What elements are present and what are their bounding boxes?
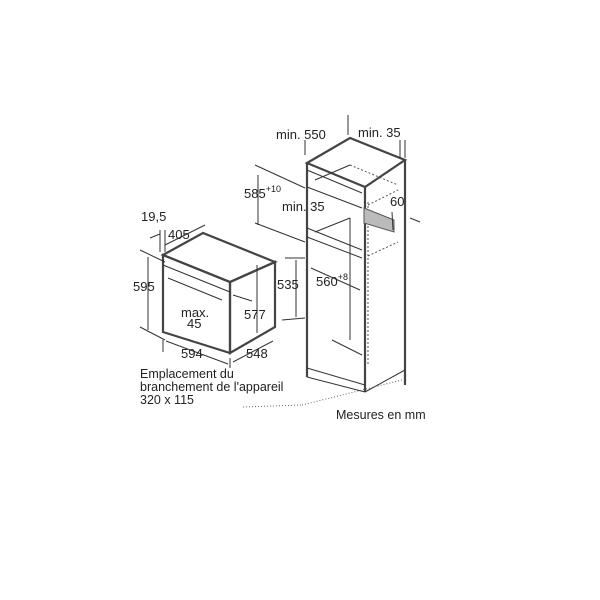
dim-548: 548	[246, 346, 268, 361]
dim-min-35-gap: min. 35	[282, 199, 325, 214]
oven-front-face	[161, 253, 232, 355]
dim-595: 595	[133, 279, 155, 294]
dim-min-550: min. 550	[276, 127, 326, 142]
oven-side-face	[228, 260, 277, 355]
dim-19-5: 19,5	[141, 209, 166, 224]
units-note: Mesures en mm	[336, 408, 426, 422]
dim-535: 535	[277, 277, 299, 292]
connection-note-line2: branchement de l'appareil	[140, 380, 283, 394]
cabinet-top	[304, 136, 408, 189]
connection-note-line1: Emplacement du	[140, 367, 234, 381]
oven-handle	[167, 277, 223, 301]
dim-min-35-top: min. 35	[358, 125, 401, 140]
connection-note-line3: 320 x 115	[140, 393, 194, 407]
dim-585: 585+10	[244, 184, 281, 201]
connection-leader	[242, 404, 303, 408]
dim-560: 560+8	[316, 272, 348, 289]
dim-405: 405	[168, 227, 190, 242]
cabinet-drawing	[304, 136, 408, 393]
dim-max-label: max.	[181, 305, 209, 320]
dim-594: 594	[181, 346, 203, 361]
oven-drawing	[139, 224, 306, 368]
dim-max-value: 45	[187, 316, 201, 331]
vent-opening	[363, 207, 395, 233]
dim-577: 577	[244, 307, 266, 322]
dim-60: 60	[390, 194, 404, 209]
